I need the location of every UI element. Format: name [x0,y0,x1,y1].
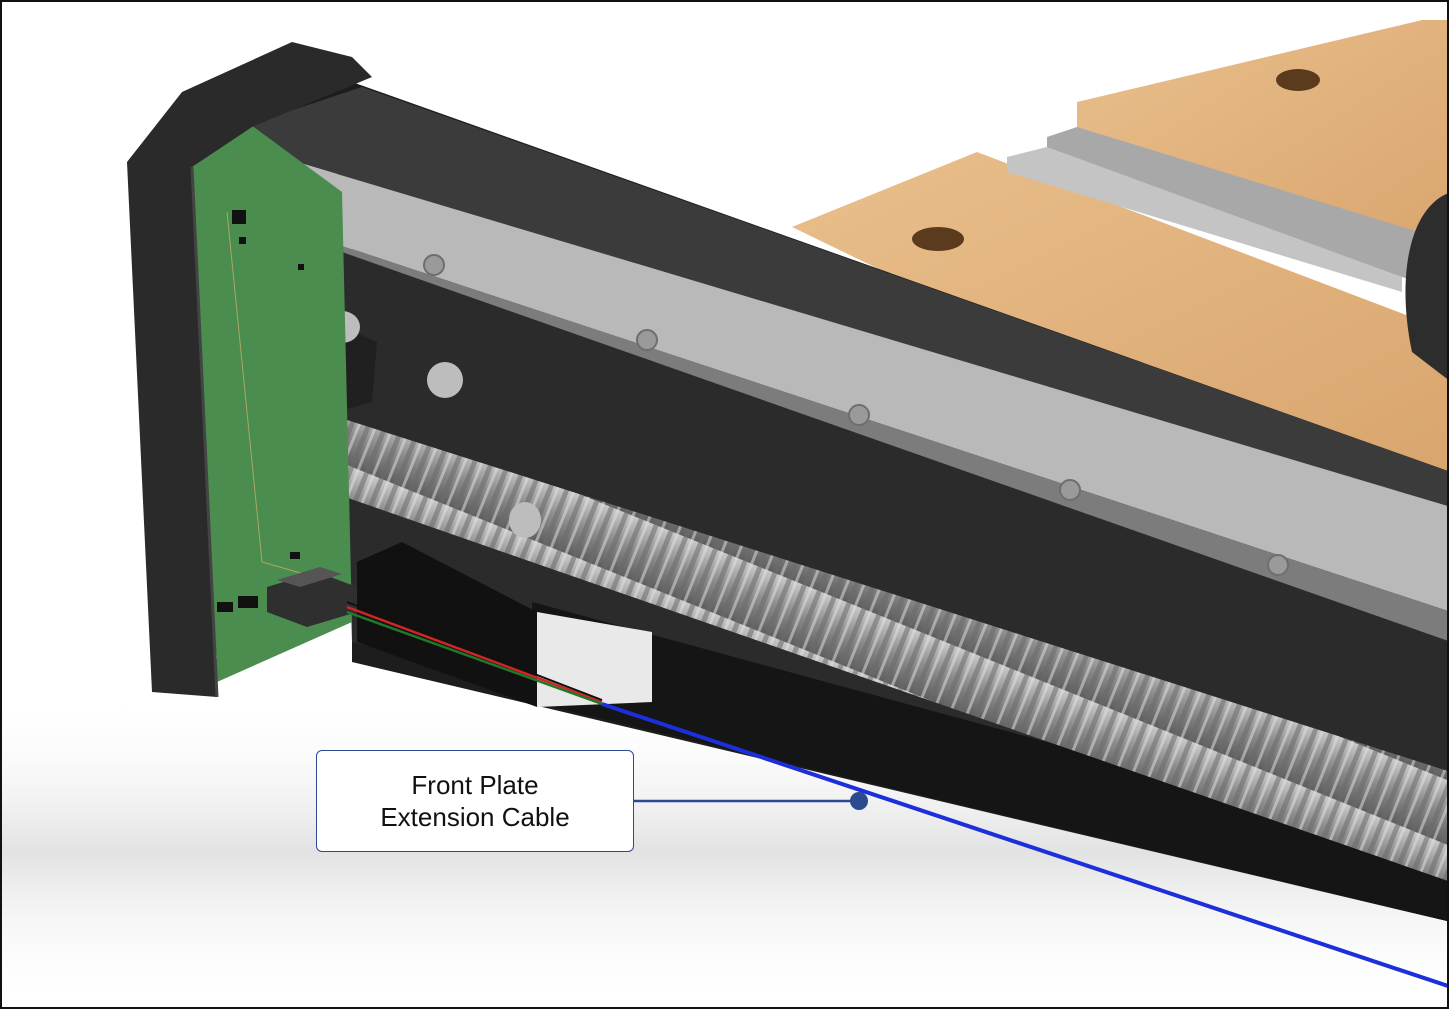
connector-wires [346,601,603,706]
connector-icon [267,567,357,627]
callout-leader [634,792,868,810]
callout-label: Front Plate Extension Cable [316,750,634,852]
callout-line-1: Front Plate [411,770,539,800]
extension-cable [601,702,1447,988]
callout-line-2: Extension Cable [380,802,570,832]
wasteboard-icon [792,20,1447,471]
end-cap [127,42,372,698]
